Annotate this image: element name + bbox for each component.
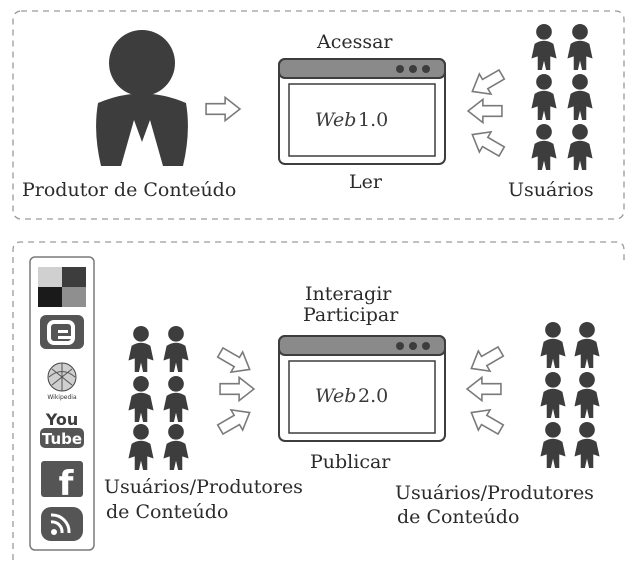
left-to-web-arrows [213, 341, 257, 441]
facebook-text: f [59, 464, 75, 504]
arrow-right-icon [213, 341, 257, 381]
right-group-label-line1: Usuários/Produtores [395, 482, 594, 504]
facebook-icon: f [41, 461, 83, 504]
window-dot-icon [396, 342, 404, 350]
web1-label-italic: Web [315, 109, 356, 131]
arrow-right-icon [219, 376, 255, 402]
rss-icon [41, 507, 83, 541]
action-read-label: Ler [349, 171, 383, 193]
arrow-left-icon [465, 63, 509, 103]
arrow-left-icon [464, 401, 508, 441]
right-group-label-line2: de Conteúdo [397, 506, 519, 528]
right-to-web-arrows [464, 340, 508, 441]
web2-label-italic: Web [315, 385, 356, 407]
youtube-text-tube: Tube [42, 430, 82, 448]
window-dot-icon [422, 65, 430, 73]
social-sidebar: Wikipedia You Tube f [29, 256, 95, 551]
window-dot-icon [409, 342, 417, 350]
panel-web1-border [12, 10, 625, 220]
action-interact-label: Interagir [305, 283, 392, 305]
arrow-left-icon [465, 123, 509, 163]
action-access-label: Acessar [316, 31, 393, 53]
panel-web2-border [12, 241, 625, 560]
left-users-group-icon [128, 326, 189, 470]
wikipedia-text: Wikipedia [47, 394, 77, 401]
blogger-icon [40, 315, 84, 349]
left-group-label-line2: de Conteúdo [106, 501, 228, 523]
web1-browser-window [278, 58, 446, 165]
arrow-right-icon [205, 96, 241, 122]
arrow-left-icon [466, 376, 502, 402]
arrow-right-icon [213, 401, 257, 441]
users-group-icon [531, 24, 593, 170]
window-dot-icon [396, 65, 404, 73]
action-publish-label: Publicar [310, 451, 391, 473]
arrow-left-icon [464, 340, 508, 380]
producer-label: Produtor de Conteúdo [22, 179, 236, 201]
producer-figure-icon [96, 30, 188, 166]
action-participate-label: Participar [303, 304, 399, 326]
users-to-web-arrows [465, 63, 509, 163]
arrow-left-icon [467, 98, 503, 124]
web2-label-version: 2.0 [358, 385, 388, 407]
web1-label-version: 1.0 [358, 109, 388, 131]
delicious-icon [38, 267, 86, 307]
left-group-label-line1: Usuários/Produtores [104, 476, 303, 498]
right-users-group-icon [540, 322, 600, 468]
window-dot-icon [422, 342, 430, 350]
web2-browser-window [278, 335, 446, 442]
youtube-icon: You Tube [40, 410, 84, 448]
youtube-text-you: You [45, 410, 79, 429]
users-label: Usuários [508, 179, 594, 201]
window-dot-icon [409, 65, 417, 73]
wikipedia-icon: Wikipedia [47, 362, 77, 401]
